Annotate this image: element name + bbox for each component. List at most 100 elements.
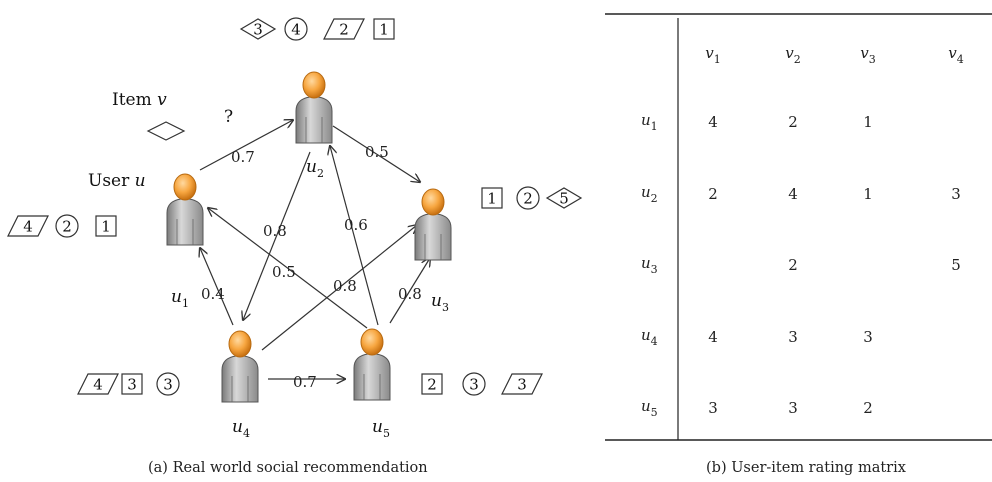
rating-circle-symbol: 4	[284, 17, 308, 41]
rating-value: 3	[127, 376, 137, 394]
person-body	[353, 353, 391, 401]
edge-weight-label: 0.8	[333, 277, 357, 295]
person-body	[221, 355, 259, 403]
row-header-u4: u4	[641, 326, 658, 348]
rating-parallelogram-symbol: 4	[7, 215, 49, 237]
rating-value: 1	[379, 21, 389, 39]
rating-value: 4	[23, 218, 33, 236]
trust-edge-u2-u3	[332, 125, 420, 182]
edge-weight-label: 0.7	[231, 148, 255, 166]
rating-value: 3	[517, 376, 527, 394]
edge-weight-label: 0.6	[344, 216, 368, 234]
column-header-v4: v4	[948, 44, 963, 66]
rating-layer: 4 2 1 3 4 2 1 1 2 5 4 3 3 2 3 3	[7, 17, 583, 396]
rating-circle-symbol: 3	[156, 372, 180, 396]
user-label: u3	[431, 291, 449, 314]
rating-square-symbol: 3	[121, 373, 143, 395]
person-head	[228, 330, 252, 358]
rating-square-symbol: 2	[421, 373, 443, 395]
legend: Item v ? User u	[88, 90, 233, 191]
rating-value: 4	[291, 21, 301, 39]
item-diamond-icon	[146, 121, 186, 141]
matrix-cell: 1	[863, 185, 873, 203]
rating-value: 1	[487, 190, 497, 208]
rating-value: 3	[163, 376, 173, 394]
rating-parallelogram-symbol: 4	[77, 373, 119, 395]
matrix-cell: 1	[863, 113, 873, 131]
rating-square-symbol: 1	[95, 215, 117, 237]
rating-value: 3	[469, 376, 479, 394]
unknown-mark: ?	[224, 107, 233, 127]
rating-value: 5	[559, 190, 569, 208]
legend-user-text: User u	[88, 171, 146, 191]
edge-weight-label: 0.5	[365, 143, 389, 161]
matrix-cell: 4	[788, 185, 798, 203]
trust-edge-u5-u1	[208, 208, 368, 329]
rating-value: 2	[339, 21, 349, 39]
person-head	[421, 188, 445, 216]
edge-weight-label: 0.4	[201, 285, 225, 303]
rating-value: 1	[101, 218, 111, 236]
person-body	[166, 198, 204, 246]
row-header-u1: u1	[641, 111, 658, 133]
user-u1-person-icon	[166, 173, 204, 246]
matrix-cell: 2	[788, 256, 798, 274]
rating-parallelogram-symbol: 2	[323, 18, 365, 40]
user-label: u2	[306, 157, 324, 180]
matrix-cell: 3	[863, 328, 873, 346]
user-u4-person-icon	[221, 330, 259, 403]
trust-edge-u4-u1	[200, 248, 234, 326]
rating-diamond-symbol: 3	[239, 18, 277, 40]
user-u2-person-icon	[295, 71, 333, 144]
social-graph-panel: 0.7 0.5 0.8 0.6 0.5 0.8 0.4 0.8 0.7 u1 u2 u3 u4 u5 4…	[7, 17, 583, 476]
rating-circle-symbol: 3	[462, 372, 486, 396]
matrix-cell: 3	[788, 328, 798, 346]
person-head	[302, 71, 326, 99]
edge-layer: 0.7 0.5 0.8 0.6 0.5 0.8 0.4 0.8 0.7	[200, 120, 430, 391]
rating-value: 2	[523, 190, 533, 208]
matrix-cell: 3	[708, 399, 718, 417]
rating-diamond-symbol: 5	[545, 187, 583, 209]
column-header-v3: v3	[860, 44, 875, 66]
row-header-u5: u5	[641, 397, 658, 419]
rating-circle-symbol: 2	[55, 214, 79, 238]
rating-parallelogram-symbol: 3	[501, 373, 543, 395]
user-u3-person-icon	[414, 188, 452, 261]
matrix-cell: 3	[788, 399, 798, 417]
caption-a: (a) Real world social recommendation	[148, 460, 428, 476]
matrix-cell: 5	[951, 256, 961, 274]
person-body	[414, 213, 452, 261]
rating-value: 3	[253, 21, 263, 39]
row-header-u3: u3	[641, 254, 658, 276]
edge-weight-label: 0.8	[398, 285, 422, 303]
person-head	[360, 328, 384, 356]
matrix-cell: 4	[708, 328, 718, 346]
user-label: u5	[372, 417, 390, 440]
rating-value: 4	[93, 376, 103, 394]
rating-value: 2	[427, 376, 437, 394]
user-layer: u1 u2 u3 u4 u5	[166, 71, 452, 440]
trust-edge-u1-u2	[199, 120, 293, 171]
legend-item-text: Item v	[112, 90, 167, 110]
rating-square-symbol: 1	[373, 18, 395, 40]
matrix-cell: 3	[951, 185, 961, 203]
matrix-cell: 2	[788, 113, 798, 131]
rating-value: 2	[62, 218, 72, 236]
edge-weight-label: 0.8	[263, 222, 287, 240]
user-u5-person-icon	[353, 328, 391, 401]
edge-weight-label: 0.7	[293, 373, 317, 391]
person-head	[173, 173, 197, 201]
edge-weight-label: 0.5	[272, 263, 296, 281]
matrix-cell: 4	[708, 113, 718, 131]
user-label: u1	[171, 287, 189, 310]
person-body	[295, 96, 333, 144]
trust-edge-u4-u3	[261, 225, 417, 351]
user-label: u4	[232, 417, 250, 440]
matrix-cell: 2	[863, 399, 873, 417]
column-header-v2: v2	[785, 44, 800, 66]
trust-edge-u5-u2	[330, 146, 379, 326]
